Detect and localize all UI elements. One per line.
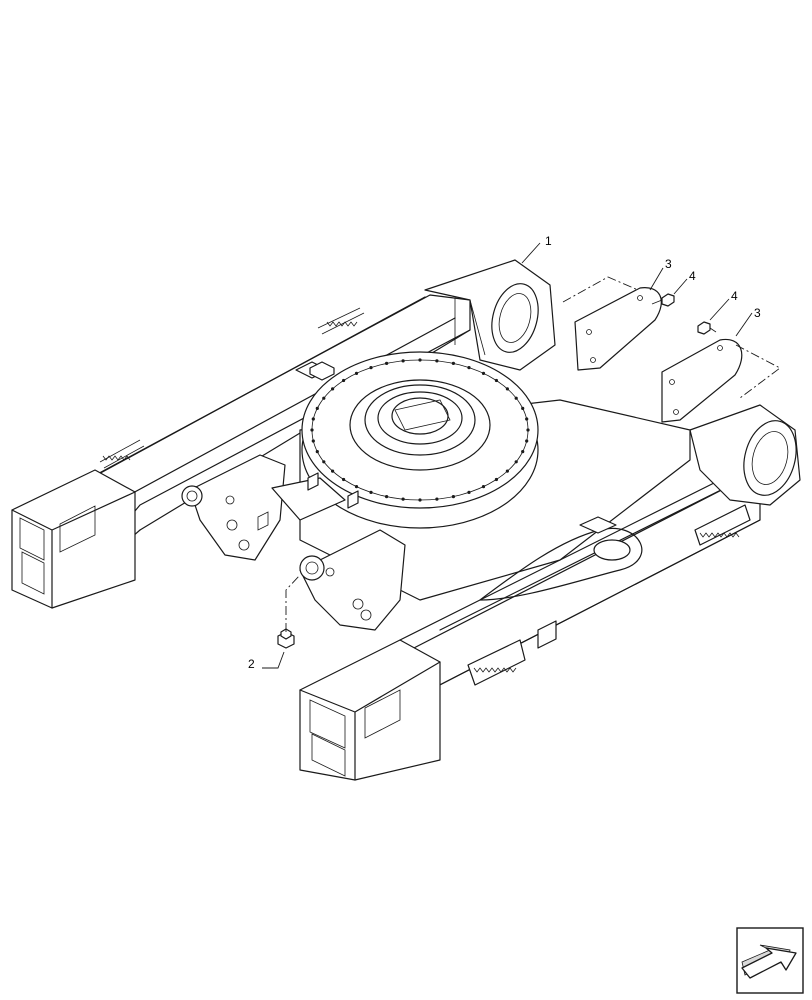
bearing-bolt-hole [451,361,455,365]
bearing-bolt-hole [385,495,389,499]
bearing-bolt-hole [451,495,455,499]
bearing-bolt-hole [331,387,335,391]
bearing-bolt-hole [418,358,422,362]
bearing-bolt-hole [311,417,315,421]
bearing-bolt-hole [342,477,346,482]
bearing-bolt-hole [322,460,326,464]
bearing-bolt-hole [514,396,518,400]
right-track-frame [299,404,801,781]
assembly-lines [285,276,781,632]
bearing-bolt-hole [435,497,439,501]
bearing-bolt-hole [331,469,335,473]
bearing-bolt-hole [401,359,405,363]
callout-1: 1 [545,234,552,248]
bearing-bolt-hole [310,428,314,432]
bearing-bolt-hole [322,396,326,400]
bearing-bolt-hole [505,387,509,391]
bearing-bolt-hole [505,469,509,473]
bearing-bolt-hole [435,359,439,363]
callout-4-right: 4 [731,289,738,303]
bearing-bolt-hole [481,371,486,375]
bearing-bolt-hole [385,361,389,365]
bearing-bolt-hole [525,439,529,443]
bearing-bolt-hole [369,366,373,370]
bearing-bolt-hole [526,428,530,432]
bearing-bolt-hole [418,498,422,502]
bearing-bolt-hole [521,406,525,410]
bearing-bolt-hole [521,450,525,454]
bearing-bolt-hole [514,460,518,464]
callout-4-left: 4 [689,269,696,283]
blade-bracket-right [271,472,406,631]
bearing-bolt-hole [525,417,529,421]
callout-3-left: 3 [665,257,672,271]
cover-plate-left [574,287,662,371]
bearing-bolt-hole [494,378,498,383]
bearing-bolt-hole [354,371,359,375]
swing-bearing [301,351,539,529]
bearing-bolt-hole [481,485,486,489]
bearing-bolt-hole [401,497,405,501]
cover-plate-right [661,338,743,423]
bolt-left [651,293,675,307]
bearing-bolt-hole [315,450,319,454]
bearing-bolt-hole [467,490,471,494]
callout-2: 2 [248,657,255,671]
bearing-bolt-hole [311,439,315,443]
bearing-bolt-hole [467,366,471,370]
bearing-bolt-hole [369,490,373,494]
leader-lines [262,242,753,669]
next-page-arrow-icon[interactable] [736,927,804,994]
blade-bracket-left [181,454,286,561]
bearing-bolt-hole [315,406,319,410]
bolt-right [697,321,717,335]
bearing-bolt-hole [342,378,346,383]
bearing-bolt-hole [354,485,359,489]
bearing-bolt-hole [494,477,498,482]
callout-3-right: 3 [754,306,761,320]
